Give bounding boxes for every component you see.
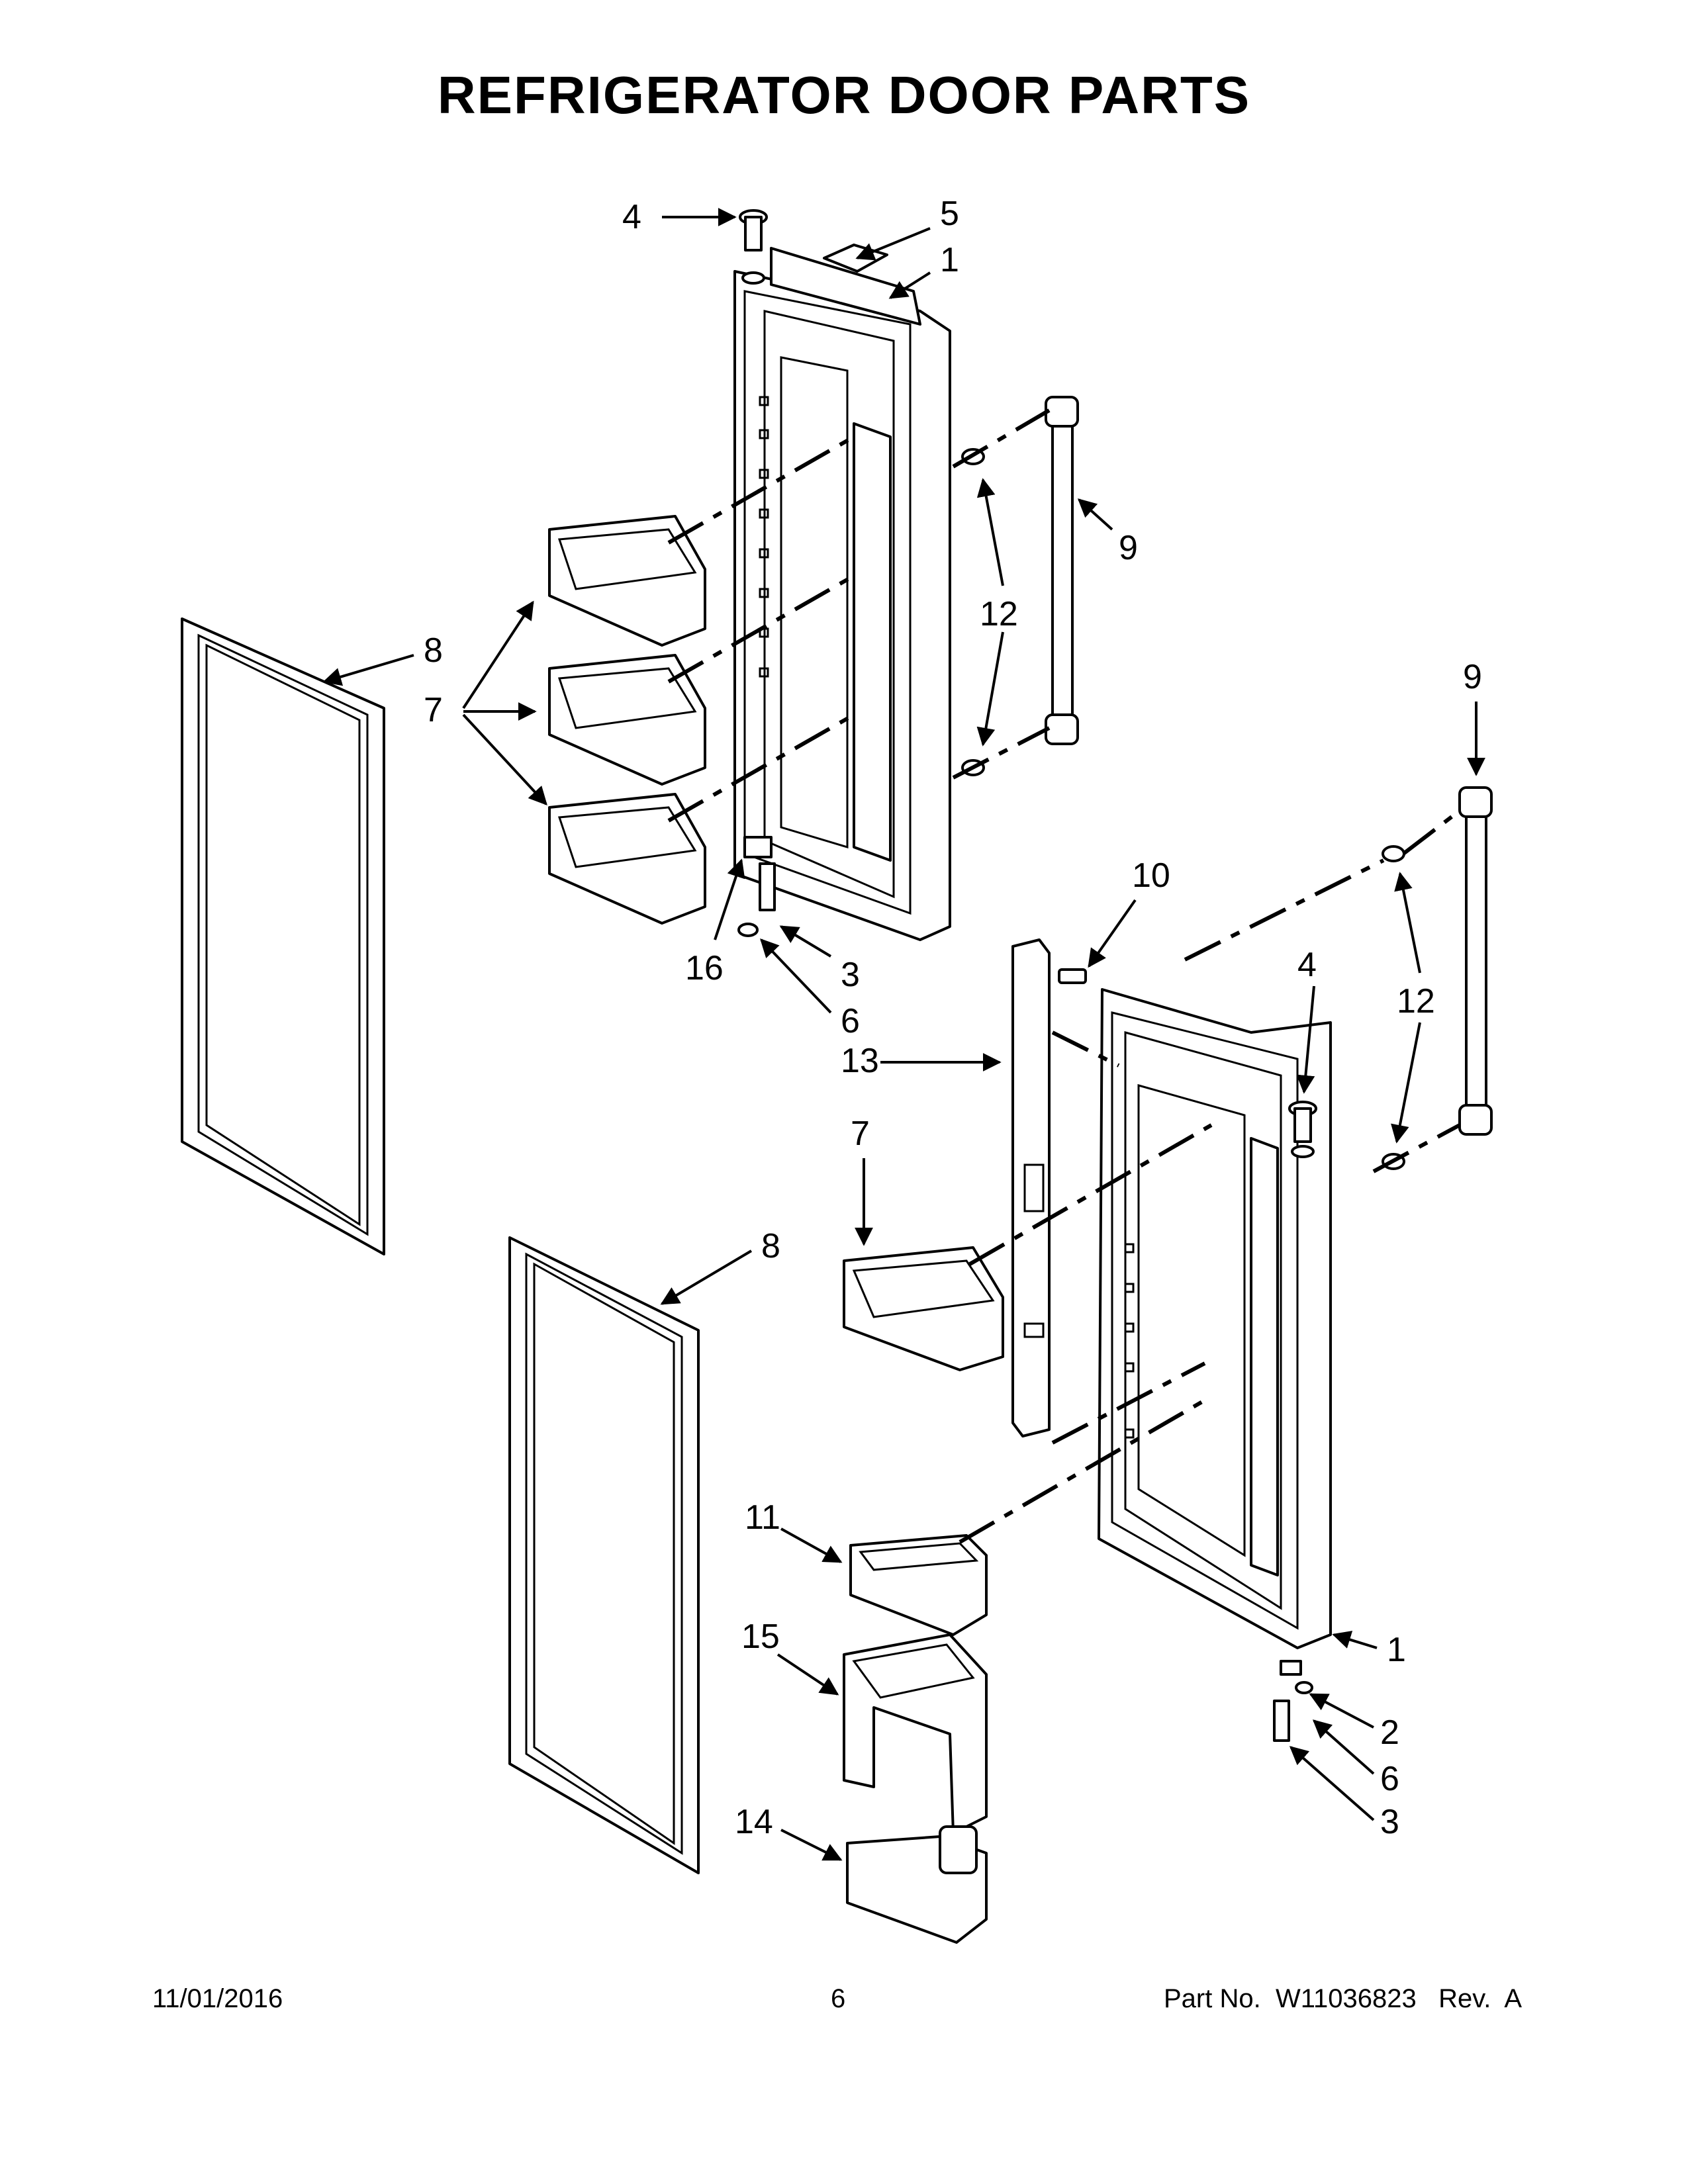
callout-15: 15	[741, 1617, 780, 1656]
footer-part-number: Part No. W11036823 Rev. A	[1164, 1984, 1522, 2014]
callout-3-upper: 3	[841, 956, 860, 994]
lower-door-retainer-dots	[1124, 1243, 1135, 1439]
door-bin-3	[548, 793, 706, 925]
callout-13: 13	[841, 1042, 879, 1080]
lower-door	[1098, 988, 1332, 1649]
door-bin-lower	[843, 1246, 1004, 1371]
shelf-retainer-dots	[759, 396, 769, 678]
callout-3-lower: 3	[1380, 1803, 1399, 1841]
page-title: REFRIGERATOR DOOR PARTS	[437, 66, 1251, 124]
door-handle-upper	[1045, 396, 1079, 745]
hinge-pin-cap-upper	[739, 209, 768, 285]
callout-10: 10	[1132, 856, 1170, 895]
door-bin-bottom	[846, 1825, 988, 1944]
revision-label: Rev.	[1438, 1984, 1491, 2013]
door-gasket-left	[181, 617, 385, 1255]
part-number-label: Part No.	[1164, 1984, 1261, 2013]
mullion-screw	[1058, 968, 1087, 984]
callout-1-upper: 1	[940, 241, 959, 279]
callout-8-left: 8	[424, 631, 443, 670]
callout-9-lower: 9	[1463, 658, 1482, 696]
lower-hinge-upper-door	[737, 836, 776, 937]
callout-9-upper: 9	[1119, 529, 1138, 567]
callout-16: 16	[685, 949, 724, 987]
callout-1-lower: 1	[1387, 1631, 1406, 1669]
callout-7-lower: 7	[851, 1115, 870, 1153]
revision-value: A	[1504, 1984, 1523, 2013]
upper-door	[733, 247, 951, 941]
door-gasket-center	[508, 1236, 700, 1874]
callout-6-upper: 6	[841, 1002, 860, 1040]
footer-page-number: 6	[831, 1984, 846, 2013]
callout-4-lower: 4	[1297, 946, 1317, 984]
callout-6-lower: 6	[1380, 1760, 1399, 1798]
callout-4-upper: 4	[622, 198, 641, 236]
callout-12-lower: 12	[1397, 982, 1435, 1021]
flipper-mullion	[1011, 938, 1051, 1437]
callout-5: 5	[940, 195, 959, 233]
hinge-pin-cap-lower	[1288, 1101, 1317, 1158]
bin-support-bracket	[843, 1633, 988, 1835]
door-bin-small	[849, 1534, 988, 1636]
callout-14: 14	[735, 1803, 773, 1841]
part-number-value: W11036823	[1275, 1984, 1417, 2013]
footer-date: 11/01/2016	[152, 1984, 283, 2013]
door-handle-lower	[1458, 786, 1493, 1136]
callout-2: 2	[1380, 1713, 1399, 1752]
callout-11: 11	[745, 1498, 780, 1537]
lower-hinge-hardware	[1273, 1660, 1313, 1742]
door-bin-1	[548, 515, 706, 647]
door-bin-2	[548, 654, 706, 786]
callout-8-center: 8	[761, 1227, 780, 1265]
callout-12-upper: 12	[980, 595, 1018, 633]
callout-7-upper: 7	[424, 691, 443, 729]
